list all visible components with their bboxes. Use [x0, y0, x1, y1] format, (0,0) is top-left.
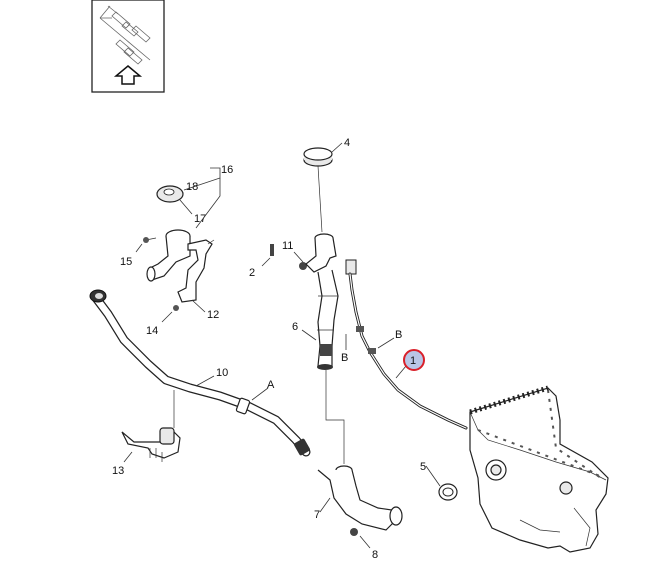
callout-17[interactable]: 17 — [194, 213, 206, 225]
callout-1-highlight[interactable]: 1 — [395, 349, 425, 379]
part-11-screw[interactable] — [299, 262, 307, 270]
callout-A[interactable]: A — [267, 379, 275, 391]
part-4-cap[interactable] — [303, 147, 333, 167]
part-12-bracket[interactable] — [177, 239, 215, 303]
arrow-up-outline-icon — [113, 65, 143, 85]
callout-15[interactable]: 15 — [120, 256, 132, 268]
callout-1[interactable]: 1 — [410, 355, 416, 367]
part-5-seal-ring[interactable] — [438, 483, 458, 501]
callout-2[interactable]: 2 — [249, 267, 255, 279]
car-outline-icon — [99, 5, 151, 65]
callout-16[interactable]: 16 — [221, 164, 233, 176]
callout-B-left[interactable]: B — [341, 352, 348, 364]
callout-12[interactable]: 12 — [207, 309, 219, 321]
callout-B-right[interactable]: B — [395, 329, 402, 341]
oil-pan-sump[interactable] — [469, 385, 609, 553]
callout-7[interactable]: 7 — [314, 509, 320, 521]
callout-8[interactable]: 8 — [372, 549, 378, 561]
part-18-breather-cap[interactable] — [156, 185, 184, 203]
callout-11[interactable]: 11 — [282, 240, 293, 252]
part-8-bolt[interactable] — [350, 528, 358, 536]
callout-5[interactable]: 5 — [420, 461, 426, 473]
callout-14[interactable]: 14 — [146, 325, 158, 337]
orientation-indicator[interactable] — [91, 0, 165, 93]
callout-13[interactable]: 13 — [112, 465, 124, 477]
part-10-breather-hose[interactable] — [89, 289, 311, 457]
part-6-filler-tube[interactable] — [305, 233, 339, 370]
callout-4[interactable]: 4 — [344, 137, 350, 149]
part-2-bolt[interactable] — [270, 244, 274, 256]
part-17-hose-neck[interactable] — [146, 229, 191, 282]
part-7-lower-pipe[interactable] — [317, 465, 403, 531]
callout-10[interactable]: 10 — [216, 367, 228, 379]
callout-6[interactable]: 6 — [292, 321, 298, 333]
callout-18[interactable]: 18 — [186, 181, 198, 193]
part-13-clip-bracket[interactable] — [121, 427, 181, 462]
part-1-dipstick-tube[interactable] — [345, 259, 468, 430]
